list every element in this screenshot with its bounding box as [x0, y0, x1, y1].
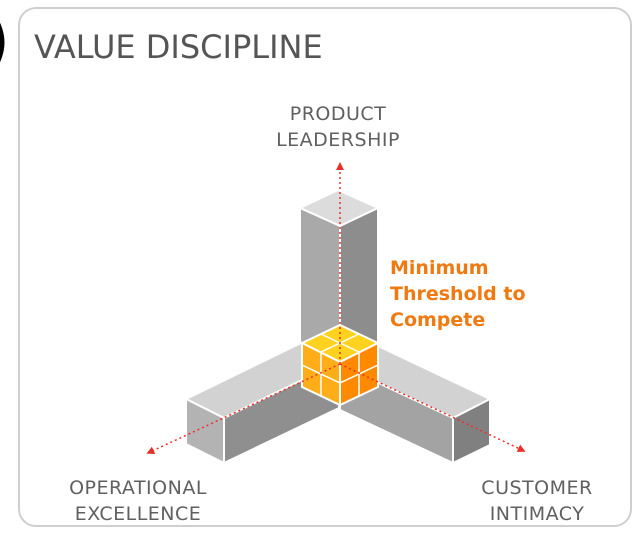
diagram-title: VALUE DISCIPLINE: [34, 28, 323, 66]
customer-intimacy-axis: [339, 363, 526, 452]
operational-excellence-line-2: EXCELLENCE: [74, 503, 202, 525]
product-leadership-bar: [297, 188, 381, 370]
threshold-label: Minimum Threshold to Compete: [390, 255, 526, 333]
threshold-line-1: Minimum: [390, 257, 489, 279]
threshold-line-3: Compete: [390, 309, 486, 331]
customer-intimacy-line-2: INTIMACY: [489, 503, 585, 525]
product-leadership-line-2: LEADERSHIP: [276, 129, 400, 151]
customer-intimacy-label: CUSTOMER INTIMACY: [452, 475, 622, 527]
customer-intimacy-line-1: CUSTOMER: [481, 477, 593, 499]
operational-excellence-label: OPERATIONAL EXCELLENCE: [48, 475, 228, 527]
threshold-line-2: Threshold to: [390, 283, 526, 305]
operational-excellence-line-1: OPERATIONAL: [69, 477, 207, 499]
cropped-parenthesis: ): [0, 8, 10, 74]
product-leadership-label: PRODUCT LEADERSHIP: [248, 101, 428, 153]
product-leadership-line-1: PRODUCT: [289, 103, 387, 125]
